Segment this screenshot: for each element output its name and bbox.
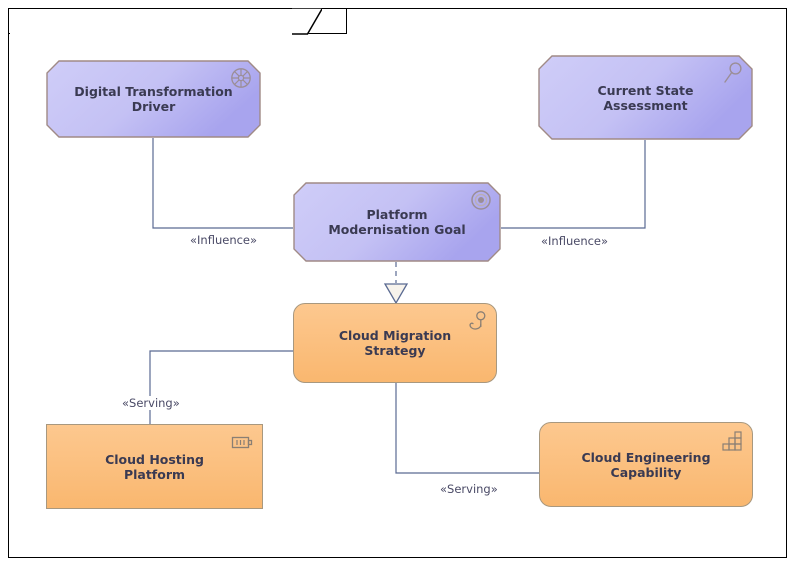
diagram-title-tab[interactable] <box>8 8 347 34</box>
capability-icon <box>722 431 742 451</box>
node-label: Cloud Engineering Capability <box>581 449 711 480</box>
resource-icon <box>231 436 253 449</box>
steering-wheel-driver-icon <box>231 68 251 88</box>
title-tab-underline-cover <box>10 32 292 36</box>
node-label: Cloud Hosting Platform <box>105 451 204 482</box>
node-label: Current State Assessment <box>597 82 694 113</box>
motivation-octagon-shape <box>46 60 261 138</box>
motivation-octagon-shape <box>293 182 501 262</box>
node-cloud-migration-strategy[interactable]: Cloud Migration Strategy <box>293 303 497 383</box>
edge-label-influence-driver-goal: «Influence» <box>187 233 261 247</box>
node-label: Platform Modernisation Goal <box>328 207 466 237</box>
node-digital-transformation-driver[interactable]: Digital Transformation Driver <box>46 60 261 138</box>
node-label: Digital Transformation Driver <box>74 84 233 114</box>
node-platform-modernisation-goal[interactable]: Platform Modernisation Goal <box>293 182 501 262</box>
edge-label-influence-assessment-goal: «Influence» <box>538 234 612 248</box>
node-label: Cloud Migration Strategy <box>338 328 452 358</box>
course-of-action-icon <box>469 311 486 330</box>
title-tab-slant-icon <box>292 8 322 35</box>
node-current-state-assessment[interactable]: Current State Assessment <box>538 55 753 140</box>
node-cloud-engineering-capability[interactable]: Cloud Engineering Capability <box>539 422 753 507</box>
edge-label-serving-hosting-strategy: «Serving» <box>119 396 183 410</box>
motivation-octagon-shape <box>538 55 753 140</box>
edge-label-serving-capability-strategy: «Serving» <box>437 482 501 496</box>
node-cloud-hosting-platform[interactable]: Cloud Hosting Platform <box>46 424 263 509</box>
magnifier-assessment-icon <box>724 62 742 83</box>
target-goal-icon <box>471 190 491 210</box>
